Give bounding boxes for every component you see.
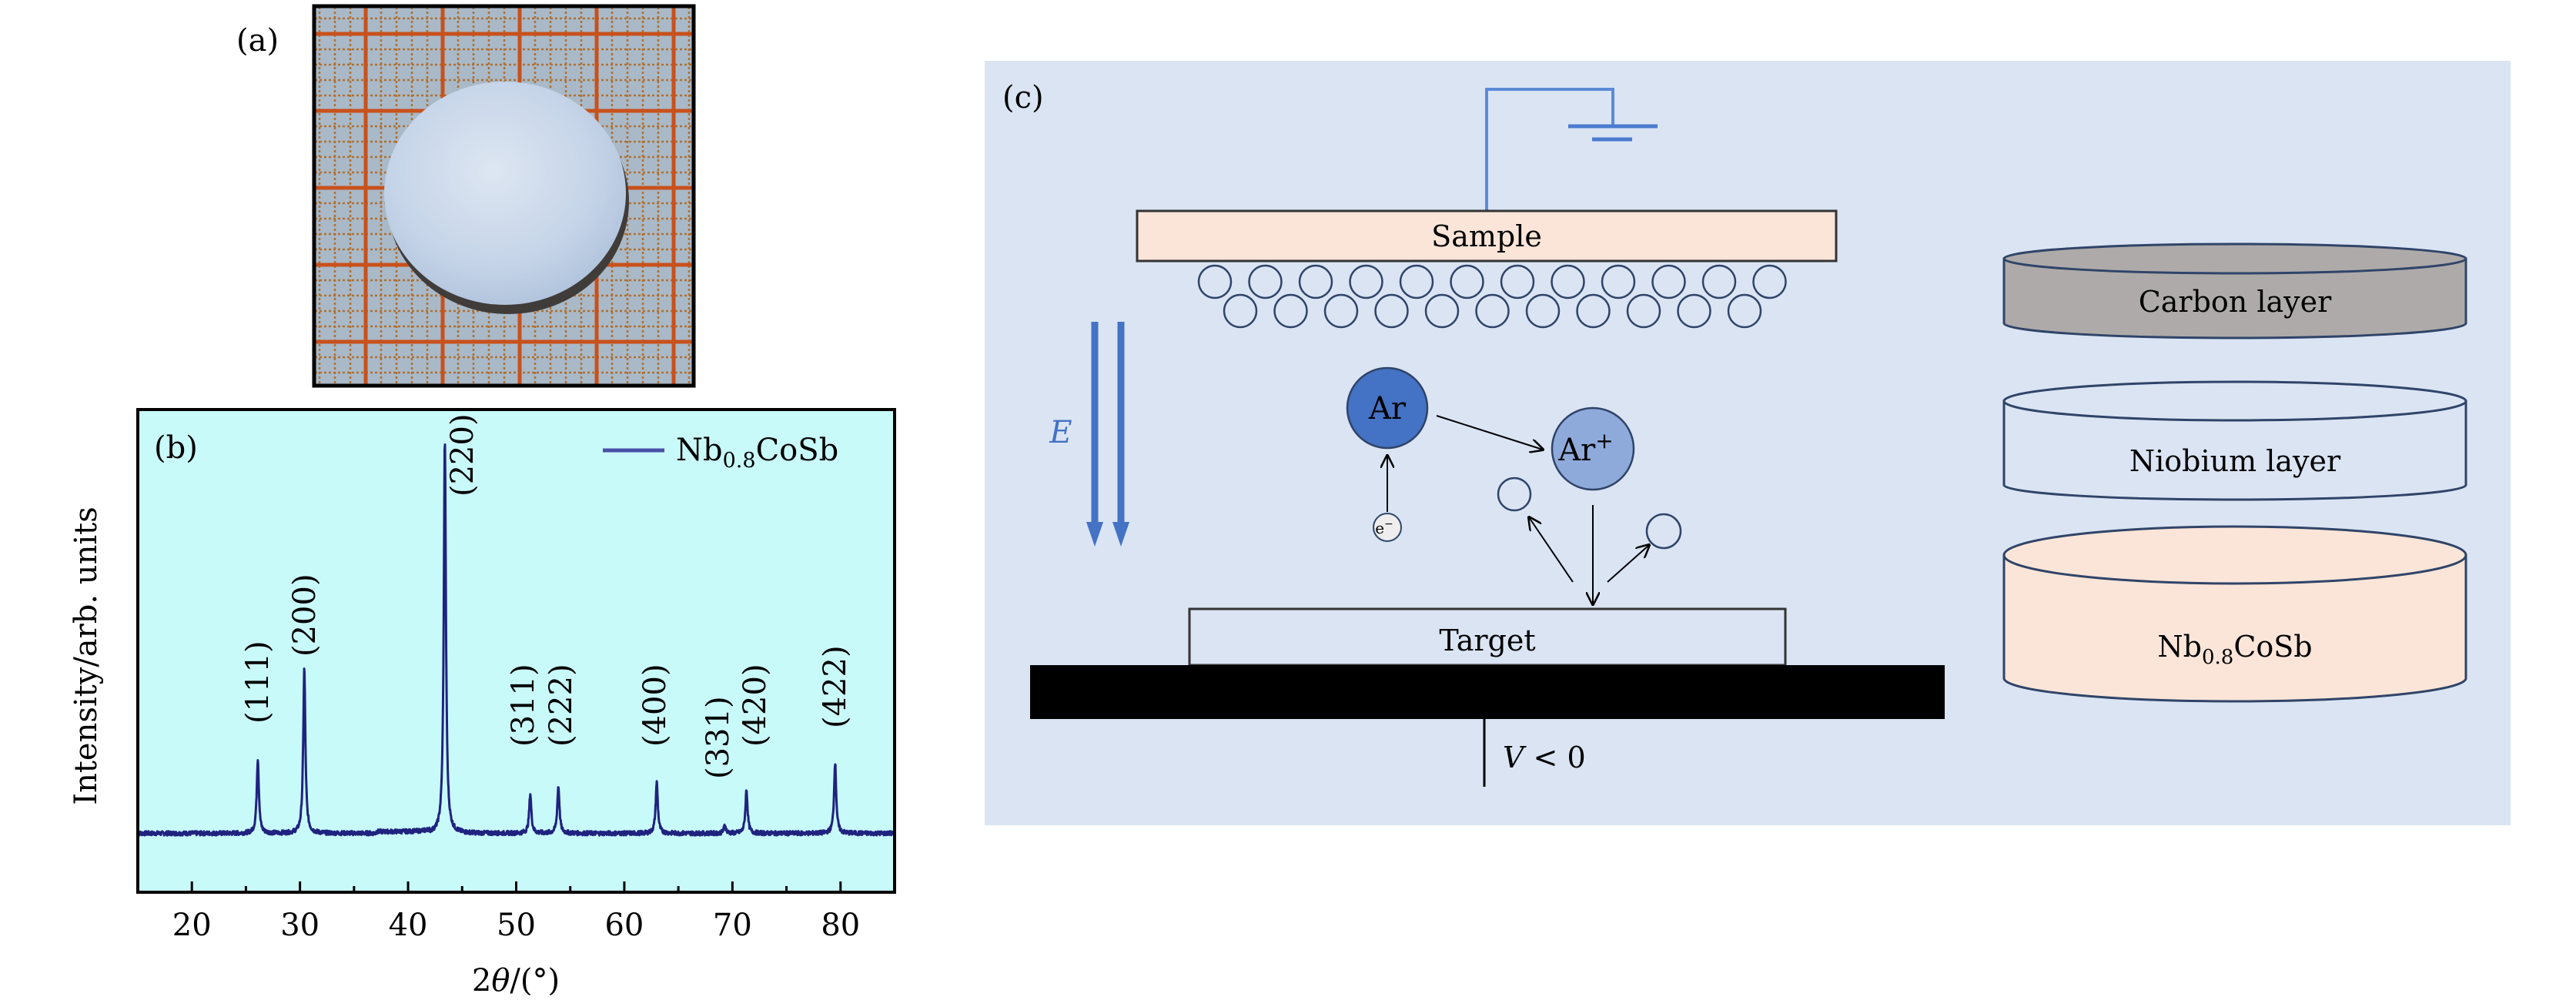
argon-ion-label: Ar+	[1557, 428, 1613, 468]
niobium-layer-top	[2002, 380, 2467, 422]
nbcosb-layer-label: Nb0.8CoSb	[2157, 630, 2312, 669]
plot-area	[138, 410, 895, 892]
film-atom	[1551, 264, 1585, 299]
x-tick-label: 20	[172, 908, 212, 943]
electron-label: e−	[1375, 518, 1393, 537]
layer-nbcosb: Nb0.8CoSb	[2002, 525, 2467, 703]
x-tick-label: 30	[280, 908, 319, 943]
sputtered-atom-left	[1497, 477, 1532, 512]
voltage-label: V < 0	[1503, 741, 1586, 774]
sample-photo	[315, 7, 693, 385]
target-plate	[1188, 607, 1787, 667]
peak-label: (220)	[445, 413, 480, 497]
panel-a: (a)	[236, 4, 696, 388]
niobium-layer-label: Niobium layer	[2129, 444, 2341, 478]
film-atom	[1399, 264, 1434, 299]
film-atom	[1525, 293, 1561, 329]
y-axis-label: Intensity/arb. units	[69, 507, 104, 804]
peak-label: (331)	[701, 696, 736, 779]
panel-b-label: (b)	[154, 430, 198, 466]
graph-paper-minor-grid	[315, 7, 693, 385]
x-axis-ticks: 20 30 40 50 60 70 80	[172, 881, 860, 943]
film-atom	[1424, 293, 1460, 329]
photo-frame	[312, 4, 696, 388]
nbcosb-layer-body	[2002, 554, 2467, 703]
carbon-layer-label: Carbon layer	[2139, 285, 2332, 319]
sputter-arrow-left	[1529, 517, 1574, 583]
film-atom	[1475, 293, 1510, 329]
film-atom	[1727, 293, 1762, 329]
ground-wire	[1485, 88, 1614, 210]
film-atom	[1197, 264, 1233, 299]
disc-sample	[384, 82, 626, 305]
sample-label: Sample	[1431, 219, 1542, 253]
argon-atom: Ar	[1346, 366, 1429, 450]
film-atom	[1298, 264, 1333, 299]
cathode-electrode	[1030, 665, 1945, 719]
panel-c: (c) Sample E Ar Ar+	[985, 61, 2511, 825]
panel-c-label: (c)	[1002, 80, 1044, 115]
peak-label: (111)	[240, 640, 276, 724]
film-atom	[1601, 264, 1636, 299]
ground-connection	[1485, 88, 1658, 210]
film-atom	[1626, 293, 1661, 329]
film-atom	[1248, 264, 1283, 299]
film-atom	[1374, 293, 1409, 329]
legend: Nb0.8CoSb	[603, 433, 838, 473]
target-label: Target	[1439, 624, 1535, 657]
peak-label: (311)	[506, 664, 541, 747]
field-label: E	[1049, 415, 1072, 450]
film-atom	[1701, 264, 1737, 299]
sample-plate	[1136, 209, 1838, 263]
panel-b: (111) (200) (220) (311)(222) (400) (331)(420)…	[69, 408, 896, 998]
panel-a-label: (a)	[236, 23, 279, 59]
film-atom	[1450, 264, 1484, 299]
x-tick-label: 70	[713, 908, 752, 943]
sputtered-atom-right	[1645, 513, 1682, 550]
film-atom	[1323, 293, 1359, 329]
film-atom	[1273, 293, 1308, 329]
peak-label: (422)	[818, 645, 853, 728]
carbon-layer-body	[2002, 257, 2467, 339]
peak-label: (200)	[287, 574, 323, 657]
peak-labels: (111) (200) (220) (311)(222) (400) (331)(420)…	[240, 413, 853, 779]
electron-circle	[1373, 513, 1402, 542]
electron: e−	[1373, 513, 1402, 542]
field-arrow-2-head	[1112, 522, 1129, 547]
ionization-arrow	[1436, 415, 1543, 450]
niobium-layer-body	[2002, 400, 2467, 501]
nbcosb-layer-top	[2002, 525, 2467, 585]
sputter-arrow-right	[1607, 545, 1649, 583]
xrd-pattern-line	[138, 443, 895, 837]
plot-frame	[136, 408, 896, 894]
layer-carbon: Carbon layer	[2002, 242, 2467, 339]
film-atom	[1349, 264, 1383, 299]
film-atom	[1651, 264, 1686, 299]
film-atom	[1223, 293, 1258, 329]
peak-label: (400)	[637, 664, 673, 747]
film-atom	[1677, 293, 1711, 329]
layer-niobium: Niobium layer	[2002, 380, 2467, 501]
argon-label: Ar	[1368, 391, 1407, 426]
x-tick-label: 80	[821, 908, 860, 943]
argon-atom-circle	[1346, 366, 1429, 450]
film-atom	[1500, 264, 1535, 299]
x-tick-label: 40	[389, 908, 428, 943]
peak-label: (420)	[738, 664, 773, 747]
film-atom	[1752, 264, 1787, 299]
argon-ion-circle	[1551, 406, 1635, 491]
x-tick-label: 60	[604, 908, 644, 943]
carbon-layer-top	[2002, 242, 2467, 275]
x-axis-label: 2θ/(°)	[472, 963, 560, 998]
deposited-atoms	[1197, 264, 1787, 329]
x-tick-label: 50	[497, 908, 536, 943]
peak-label: (222)	[544, 664, 579, 747]
electric-field-arrows: E	[1049, 322, 1129, 547]
argon-ion: Ar+	[1551, 406, 1635, 491]
film-atom	[1576, 293, 1611, 329]
field-arrow-1-head	[1086, 522, 1103, 547]
legend-label: Nb0.8CoSb	[676, 433, 838, 473]
